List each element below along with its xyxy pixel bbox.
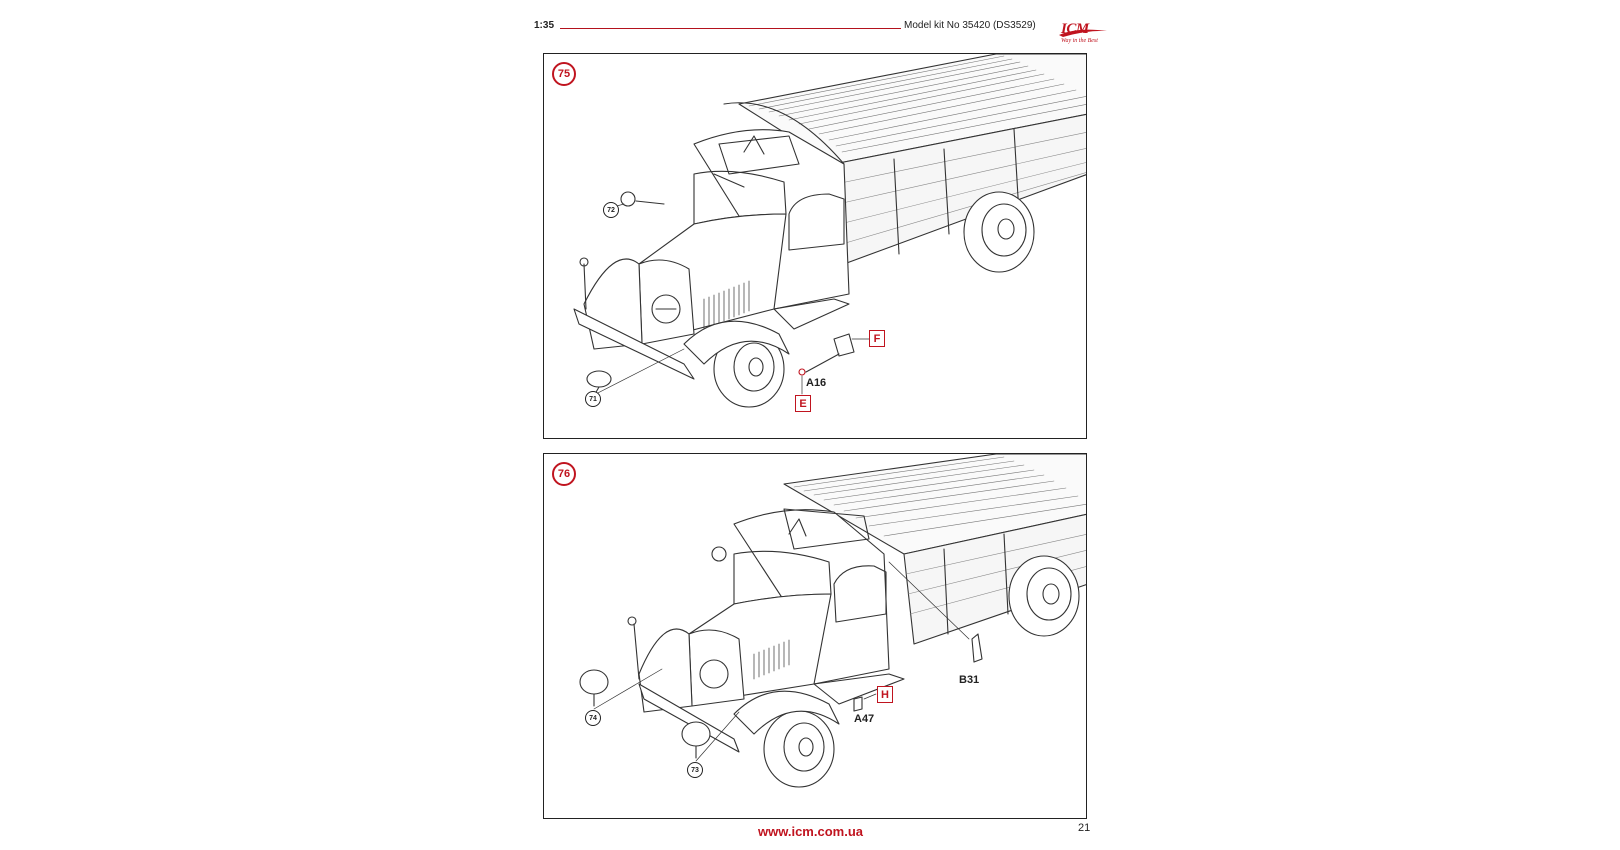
footer-website-link[interactable]: www.icm.com.ua [758,824,863,839]
detail-tag-h: H [877,686,893,703]
sub-step-callout-72: 72 [603,202,619,218]
step-75-panel: 75 72 71 A16 F E [543,53,1087,439]
step-number-75: 75 [552,62,576,86]
model-kit-label: Model kit No 35420 (DS3529) [904,20,1036,31]
part-label-a16: A16 [806,377,827,389]
detail-tag-f: F [869,330,885,347]
truck-front-drawing-75 [573,54,1086,408]
logo-swoosh-icon [1059,29,1107,37]
step-number-76: 76 [552,462,576,486]
truck-front-drawing-76 [579,454,1086,788]
header-rule [560,28,901,29]
sub-step-callout-73: 73 [687,762,703,778]
sub-step-callout-74: 74 [585,710,601,726]
logo-text: ICM [1061,21,1089,37]
part-label-a47: A47 [854,713,875,725]
part-label-b31: B31 [959,674,980,686]
page-number: 21 [1078,822,1091,834]
logo-slogan: Way in the Best [1061,38,1098,44]
icm-logo: ICM Way in the Best [1057,17,1111,49]
scale-label: 1:35 [534,20,555,31]
step-76-panel: 76 74 73 B31 A47 H [543,453,1087,819]
detail-tag-e: E [795,395,811,412]
sub-step-callout-71: 71 [585,391,601,407]
